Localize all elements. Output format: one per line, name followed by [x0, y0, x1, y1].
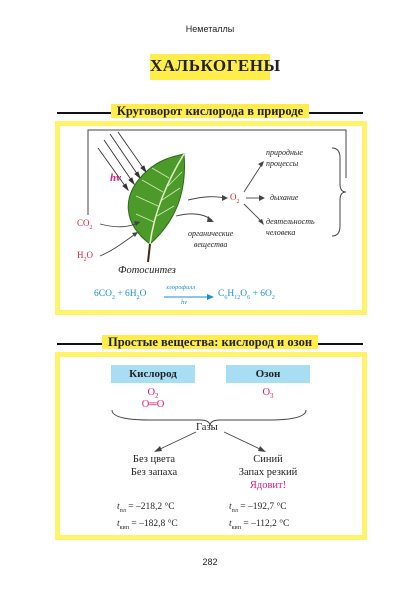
h2o-label: H2O: [77, 250, 93, 263]
breathing-label: дыхание: [270, 193, 299, 202]
section2-title: Простые вещества: кислород и озон: [101, 335, 319, 349]
gases-label: Газы: [196, 422, 218, 433]
ozone-warning: Ядовит!: [249, 480, 287, 491]
photosynthesis-equation-right: C6H12O6 + 6O2: [218, 289, 275, 301]
gases-brace: [111, 409, 307, 427]
ozone-formula: O3: [262, 387, 274, 401]
light-rays: [97, 131, 147, 192]
main-title-box: ХАЛЬКОГЕНЫ: [150, 54, 280, 80]
allotropes-panel: [55, 352, 367, 540]
light-label: hv: [110, 172, 121, 184]
leaf-icon: [127, 153, 186, 263]
page-number: 282: [202, 557, 218, 567]
equation-light-label: hv: [181, 299, 188, 306]
allotropes-diagram: [111, 409, 307, 452]
ozone-temperatures: tпл = –192,7 °C tкип = –112,2 °C: [229, 502, 290, 531]
photosynthesis-label: Фотосинтез: [118, 265, 176, 276]
oxygen-structure: O═O: [141, 399, 165, 410]
cycle-loop-line: [87, 129, 347, 215]
main-title: ХАЛЬКОГЕНЫ: [150, 56, 281, 75]
oxygen-temperatures: tпл = –218,2 °C tкип = –182,8 °C: [117, 502, 178, 531]
section1-title: Круговорот кислорода в природе: [110, 104, 310, 118]
section1-title-wrap: Круговорот кислорода в природе: [0, 102, 420, 120]
o2-label: O2: [230, 192, 240, 205]
oxygen-cycle-diagram: [87, 129, 347, 300]
oxygen-header: Кислород: [111, 365, 195, 383]
co2-label: CO2: [77, 218, 93, 231]
oxygen-cycle-panel: [55, 121, 367, 315]
processes-brace: [331, 147, 347, 237]
section2-title-wrap: Простые вещества: кислород и озон: [0, 333, 420, 351]
ozone-header: Озон: [226, 365, 310, 383]
oxygen-formula: O2: [147, 387, 159, 401]
running-header: Неметаллы: [185, 24, 235, 34]
equation-catalyst-label: хлорофилл: [166, 284, 196, 291]
photosynthesis-equation-left: 6CO2 + 6H2O: [94, 289, 147, 301]
